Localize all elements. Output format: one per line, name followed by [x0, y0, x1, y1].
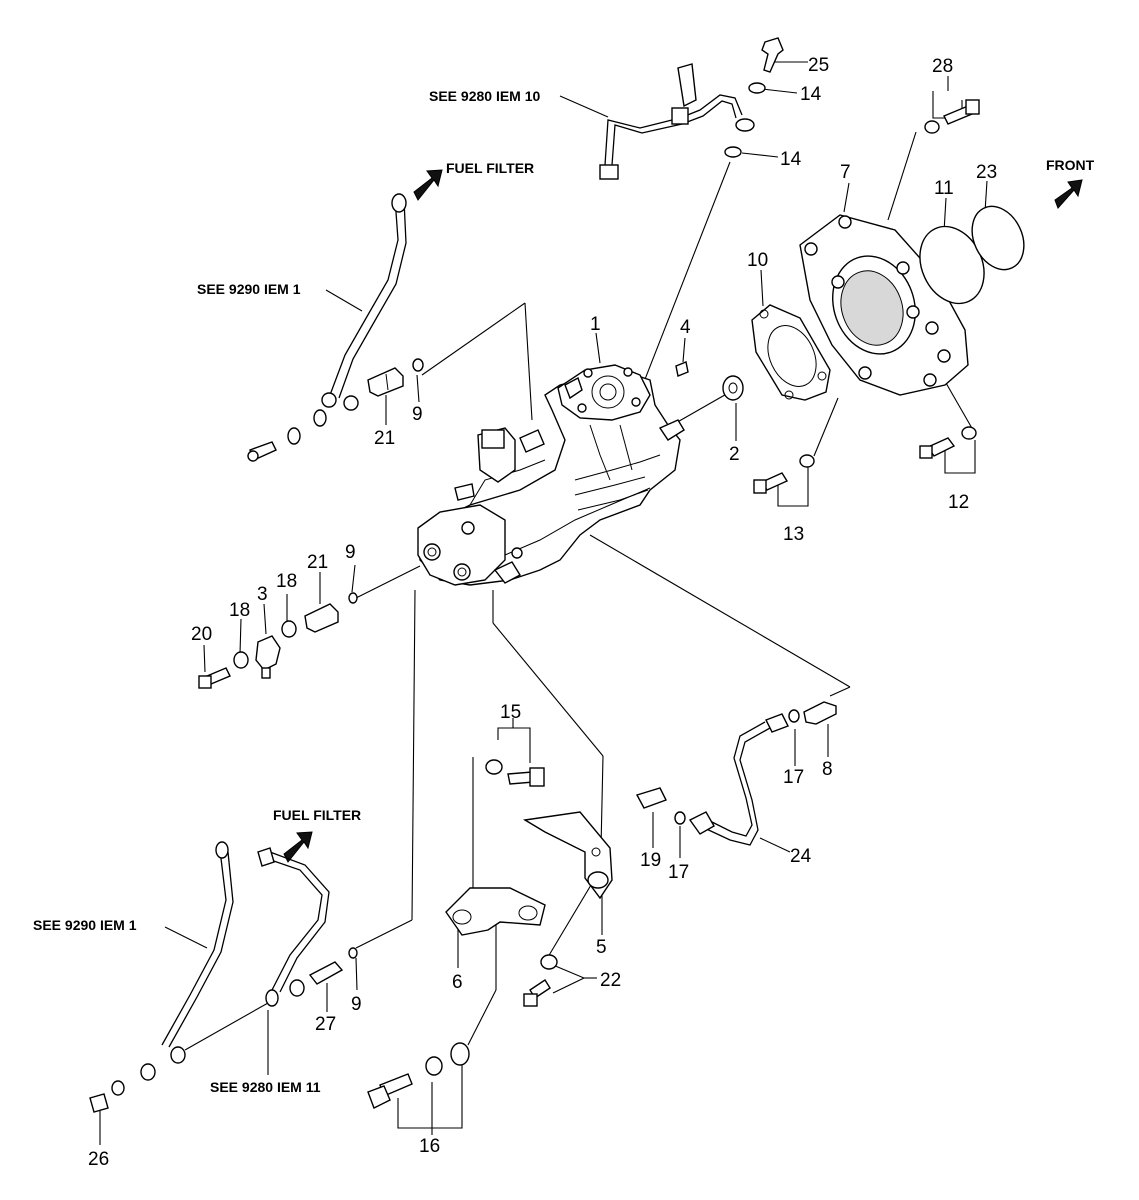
callout-3: 3 — [257, 584, 268, 605]
fuel-hose-top — [247, 193, 407, 462]
ref-front: FRONT — [1046, 157, 1095, 173]
pipe-24 — [635, 701, 837, 846]
callout-5: 5 — [596, 937, 607, 958]
bolt-28 — [924, 99, 980, 134]
callout-8: 8 — [822, 759, 833, 780]
callout-28: 28 — [932, 56, 953, 77]
callout-12: 12 — [948, 492, 969, 513]
ref-see-9280-item10: SEE 9280 IEM 10 — [429, 88, 541, 104]
ref-fuel-filter-top: FUEL FILTER — [446, 160, 534, 176]
callout-17-right: 17 — [783, 767, 804, 788]
callout-1: 1 — [590, 314, 601, 335]
bolt-22 — [523, 954, 558, 1007]
bolt-12 — [919, 426, 977, 459]
fuel-filter-arrow-icon-top — [413, 169, 443, 201]
callout-labels: 1 2 3 4 5 6 7 8 9 9 9 10 11 12 13 14 14 … — [88, 55, 997, 1170]
callout-22: 22 — [600, 970, 621, 991]
callout-21-top: 21 — [374, 428, 395, 449]
callout-16: 16 — [419, 1136, 440, 1157]
callout-10: 10 — [747, 250, 768, 271]
callout-21-left: 21 — [307, 552, 328, 573]
callout-14-lower: 14 — [780, 149, 802, 170]
callout-9-top: 9 — [412, 404, 423, 425]
callout-7: 7 — [840, 162, 851, 183]
ref-see-9290-item1-bottom: SEE 9290 IEM 1 — [33, 917, 137, 933]
callout-24: 24 — [790, 846, 812, 867]
front-arrow-icon — [1054, 179, 1083, 209]
callout-20: 20 — [191, 624, 212, 645]
callout-17-middle: 17 — [668, 862, 689, 883]
ref-fuel-filter-bottom: FUEL FILTER — [273, 807, 361, 823]
bolt-13 — [753, 454, 815, 494]
bracket-6 — [445, 887, 546, 936]
fitting-21-top — [367, 358, 424, 397]
banjo-group-left — [198, 592, 358, 689]
callout-6: 6 — [452, 972, 463, 993]
callout-18-right: 18 — [276, 571, 297, 592]
injection-pump — [417, 364, 685, 586]
callout-27: 27 — [315, 1014, 336, 1035]
callout-2: 2 — [729, 444, 740, 465]
ref-see-9290-item1-top: SEE 9290 IEM 1 — [197, 281, 301, 297]
fuel-hose-bottom — [89, 841, 358, 1113]
callout-9-bottom: 9 — [351, 994, 362, 1015]
key-4 — [675, 361, 689, 377]
callout-26: 26 — [88, 1149, 109, 1170]
leader-lines — [99, 61, 988, 1145]
callout-19: 19 — [640, 850, 661, 871]
callout-15: 15 — [500, 702, 521, 723]
return-pipe-top — [599, 37, 784, 180]
callout-18-left: 18 — [229, 600, 250, 621]
bolt-15 — [485, 759, 545, 787]
fuel-filter-arrow-icon-bottom — [283, 831, 313, 863]
bolt-16 — [367, 1042, 470, 1109]
callout-11: 11 — [934, 178, 954, 199]
callout-25: 25 — [808, 55, 829, 76]
gear-housing — [799, 214, 969, 396]
o-rings — [919, 205, 1025, 305]
callout-14-upper: 14 — [800, 84, 822, 105]
callout-13: 13 — [783, 524, 804, 545]
callout-23: 23 — [976, 162, 997, 183]
washer-2 — [722, 375, 744, 401]
reference-labels: SEE 9280 IEM 10 FUEL FILTER SEE 9290 IEM… — [33, 88, 1095, 1095]
callout-9-left: 9 — [345, 542, 356, 563]
bracket-5 — [522, 811, 613, 900]
gasket-10 — [751, 304, 831, 401]
callout-4: 4 — [680, 317, 691, 338]
ref-see-9280-item11: SEE 9280 IEM 11 — [210, 1079, 321, 1095]
